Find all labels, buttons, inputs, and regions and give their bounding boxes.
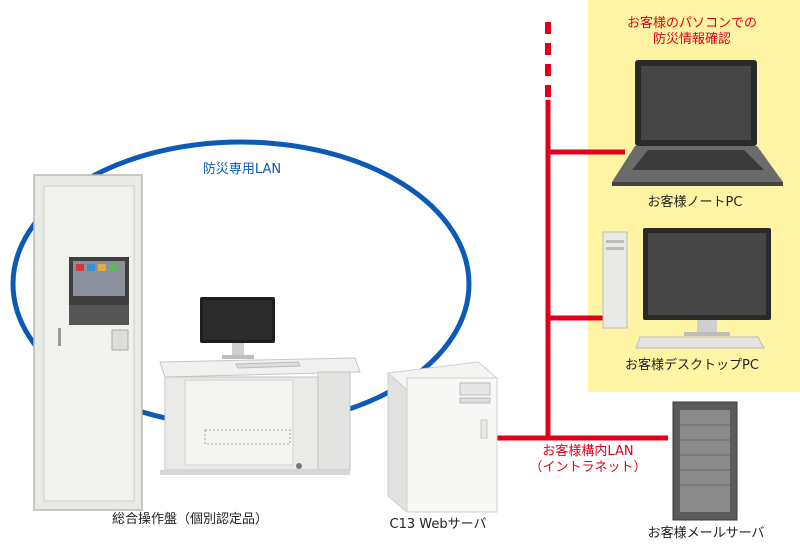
- laptop-icon: [612, 60, 783, 186]
- intranet-line2: （イントラネット）: [529, 460, 647, 475]
- customer-check-line2: 防災情報確認: [652, 32, 732, 47]
- control-cabinet-icon: [33, 174, 143, 511]
- intranet-lines: [495, 22, 668, 441]
- operator-desk-icon: [159, 297, 361, 475]
- customer-check-title: お客様のパソコンでの 防災情報確認: [627, 16, 757, 48]
- intranet-label: お客様構内LAN （イントラネット）: [529, 444, 646, 476]
- intranet-line1: お客様構内LAN: [542, 444, 634, 459]
- desktop-pc-icon: [602, 228, 771, 349]
- tower-server-icon: [386, 361, 499, 514]
- mail-server-icon: [672, 401, 738, 521]
- control-panel-label: 総合操作盤（個別認定品）: [111, 512, 269, 527]
- customer-check-line1: お客様のパソコンでの: [626, 16, 758, 31]
- disaster-lan-label: 防災専用LAN: [202, 162, 282, 177]
- web-server-label: C13 Webサーバ: [389, 517, 487, 532]
- mail-server-label: お客様メールサーバ: [647, 526, 765, 541]
- desktop-pc-label: お客様デスクトップPC: [625, 358, 759, 373]
- notebook-pc-label: お客様ノートPC: [647, 195, 743, 210]
